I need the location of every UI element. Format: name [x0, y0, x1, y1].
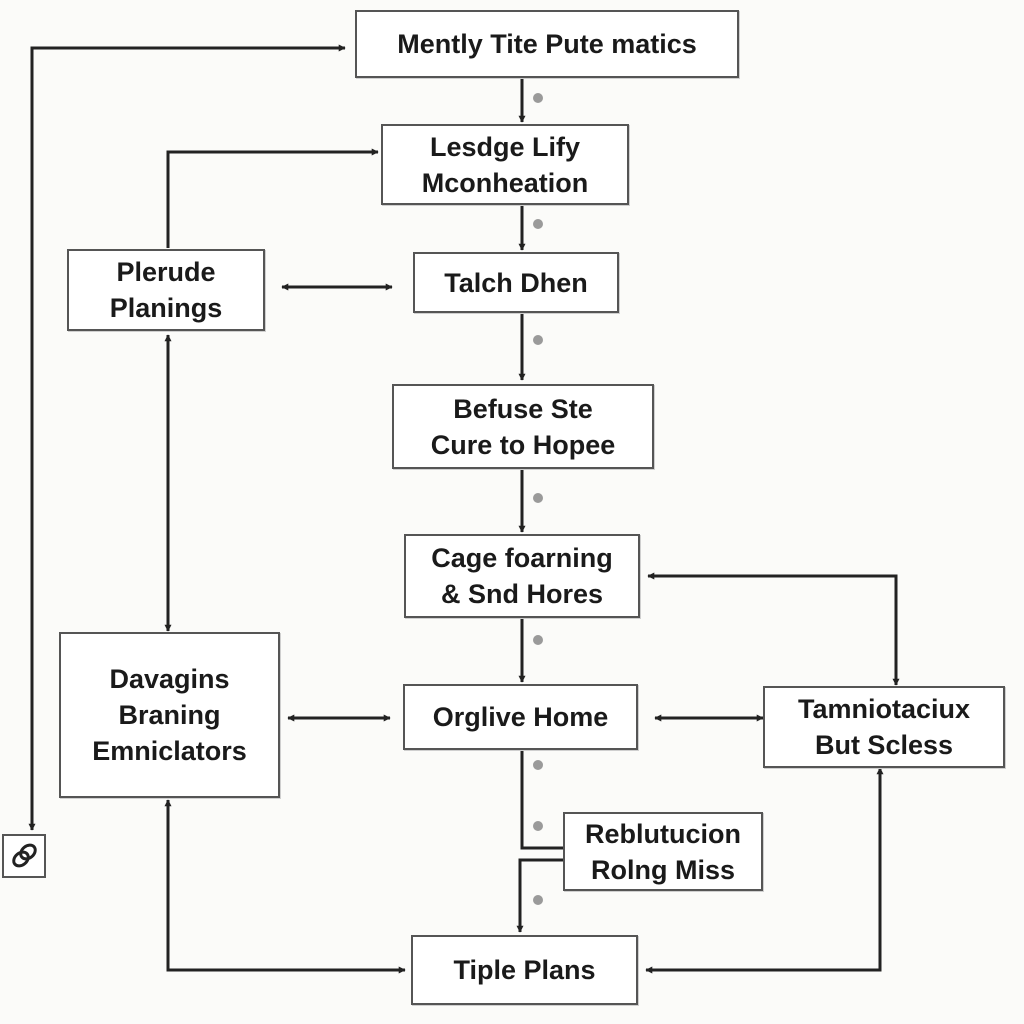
node-label: Talch Dhen [444, 267, 588, 298]
node-lesdge[interactable]: Lesdge Lify Mconheation [381, 124, 629, 205]
node-tiple[interactable]: Tiple Plans [411, 935, 638, 1005]
node-label: Plerude Planings [109, 257, 223, 323]
connector-dot [533, 895, 543, 905]
connector-dot [533, 635, 543, 645]
edge-reblutucion-to-tiple [516, 858, 565, 933]
node-talch[interactable]: Talch Dhen [413, 252, 619, 313]
node-label: Reblutucion Rolng Miss [585, 818, 741, 885]
edge-tamniotaciux-to-cage [647, 572, 900, 686]
node-label: Cage foarning & Snd Hores [431, 543, 613, 609]
connector-dot [533, 493, 543, 503]
edge-tamniotaciux-tiple [645, 767, 884, 974]
node-davagins[interactable]: Davagins Braning Emniclators [59, 632, 280, 798]
connector-dot [533, 219, 543, 229]
edge-davagins-tiple [164, 799, 406, 974]
node-orglive[interactable]: Orglive Home [403, 684, 638, 750]
node-label: Tamniotaciux But Scless [797, 694, 971, 760]
edge-corner-to-mently [28, 44, 346, 831]
connector-dot [533, 760, 543, 770]
node-tamniotaciux[interactable]: Tamniotaciux But Scless [763, 686, 1005, 768]
link-icon-glyph [12, 843, 37, 868]
node-label: Lesdge Lify Mconheation [421, 131, 589, 198]
connector-dot [533, 821, 543, 831]
edge-plerude-to-lesdge [166, 148, 379, 248]
connector-dot [533, 335, 543, 345]
node-label: Orglive Home [432, 702, 609, 732]
node-label: Tiple Plans [453, 955, 596, 985]
node-mently[interactable]: Mently Tite Pute matics [355, 10, 739, 78]
node-reblutucion[interactable]: Reblutucion Rolng Miss [563, 812, 763, 891]
link-icon[interactable] [2, 834, 46, 878]
edge-orglive-to-reblutucion [520, 750, 565, 850]
node-label: Mently Tite Pute matics [397, 29, 697, 59]
node-label: Davagins Braning Emniclators [92, 664, 247, 766]
node-label: Befuse Ste Cure to Hopee [430, 393, 616, 460]
node-cage[interactable]: Cage foarning & Snd Hores [404, 534, 640, 618]
node-plerude[interactable]: Plerude Planings [67, 249, 265, 331]
node-befuse[interactable]: Befuse Ste Cure to Hopee [392, 384, 654, 469]
connector-dot [533, 93, 543, 103]
